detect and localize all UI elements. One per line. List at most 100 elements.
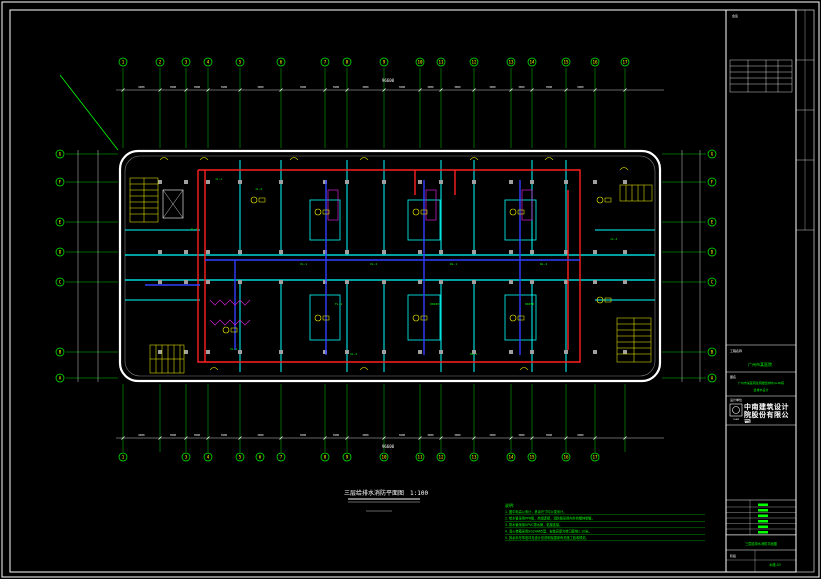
axis-label: C (711, 280, 714, 285)
note-line: 5. 其余未尽事宜详见设计总说明及国家有关施工验收规范。 (505, 535, 589, 540)
column (564, 250, 568, 254)
axis-label: 1 (122, 60, 125, 65)
dimension-tick (206, 88, 210, 92)
column (158, 180, 162, 184)
axis-label: 4 (207, 455, 210, 460)
dimension-text: 6000 (138, 85, 145, 89)
pipe-tag: XL-2 (350, 352, 357, 356)
column (279, 350, 283, 354)
dimension-text: 3900 (427, 85, 434, 89)
column (418, 180, 422, 184)
column (382, 180, 386, 184)
column (439, 350, 443, 354)
axis-bubble-top: 16 (590, 57, 600, 67)
dimension-tick (564, 88, 568, 92)
axis-bubble-bottom: 3 (181, 452, 191, 462)
dimension-tick (158, 88, 162, 92)
washroom-block (309, 294, 341, 341)
axis-bubble-left: B (55, 347, 65, 357)
column (564, 350, 568, 354)
company-logo-mark (732, 406, 740, 414)
axis-label: 8 (324, 455, 327, 460)
axis-bubble-right: D (707, 247, 717, 257)
axis-label: 13 (508, 60, 514, 65)
axis-label: 15 (529, 455, 535, 460)
axis-label: 14 (529, 60, 535, 65)
axis-label: 3 (185, 60, 188, 65)
axis-bubble-top: 4 (203, 57, 213, 67)
note-line: 4. 消火栓箱采用SG24A65型，安装高度为栓口距地1.10米。 (505, 529, 592, 534)
dimension-text: 3900 (194, 85, 201, 89)
elevator-cross (162, 189, 184, 219)
axis-bubble-top: 14 (527, 57, 537, 67)
toilet-fixture (509, 314, 517, 322)
pipe-tag: XL-2 (370, 262, 377, 266)
axis-bubble-bottom: 12 (436, 452, 446, 462)
column (158, 250, 162, 254)
water-supply-pipes (145, 180, 580, 355)
column (593, 280, 597, 284)
axis-label: 4 (207, 60, 210, 65)
signature-mark (758, 525, 768, 528)
column (530, 350, 534, 354)
pipe-tag: WL-1 (450, 262, 457, 266)
axis-bubble-bottom: 6 (255, 452, 265, 462)
axis-bubble-top: 6 (276, 57, 286, 67)
axis-bubble-right: G (707, 149, 717, 159)
column (206, 180, 210, 184)
notes-list: 1. 图中标高以米计，其余尺寸均以毫米计。2. 给水管采用PPR管，热熔连接；消… (505, 509, 705, 541)
door-swing (359, 157, 369, 161)
dimension-text: 3900 (546, 433, 553, 437)
tb-drawing-label: 图名 (730, 374, 736, 379)
axis-label: 7 (280, 455, 283, 460)
plan-title: 三层给排水消防平面图 (344, 489, 404, 497)
axis-bubble-top: 5 (235, 57, 245, 67)
axis-bubble-left: A (55, 373, 65, 383)
axis-label: B (59, 350, 62, 355)
column (439, 250, 443, 254)
column (279, 250, 283, 254)
toilet-fixture (412, 314, 420, 322)
axis-label: 17 (592, 455, 598, 460)
column (345, 250, 349, 254)
dimension-tick (184, 88, 188, 92)
axis-label: 9 (383, 60, 386, 65)
tb-footer-name: 三层给排水消防平面图 (745, 541, 777, 546)
column (382, 280, 386, 284)
column (238, 180, 242, 184)
axis-label: 8 (346, 60, 349, 65)
column (382, 350, 386, 354)
axis-bubble-left: G (55, 149, 65, 159)
axis-label: A (59, 376, 62, 381)
axis-label: B (711, 350, 714, 355)
column (238, 350, 242, 354)
axis-label: 7 (324, 60, 327, 65)
axis-bubble-bottom: 7 (276, 452, 286, 462)
column (472, 350, 476, 354)
dimension-tick (279, 88, 283, 92)
axis-bubble-bottom: 10 (379, 452, 389, 462)
axis-label: 12 (471, 60, 477, 65)
basin-fixture (322, 315, 330, 321)
axis-label: F (59, 180, 62, 185)
door-swing (289, 157, 299, 161)
axis-bubble-left: E (55, 217, 65, 227)
axis-bubble-left: C (55, 277, 65, 287)
column (323, 350, 327, 354)
column (593, 350, 597, 354)
axis-label: G (711, 152, 714, 157)
column (345, 180, 349, 184)
toilet-fixture (596, 196, 604, 204)
tb-company-label: 设计单位 (730, 397, 742, 402)
column (323, 250, 327, 254)
dimension-tick (439, 88, 443, 92)
dimension-tick (158, 436, 162, 440)
axis-bubble-right: A (707, 373, 717, 383)
inner-frame (9, 9, 797, 573)
dimension-tick (593, 88, 597, 92)
axis-bubble-top: 12 (469, 57, 479, 67)
door-swing (544, 157, 554, 161)
axis-label: 3 (185, 455, 188, 460)
